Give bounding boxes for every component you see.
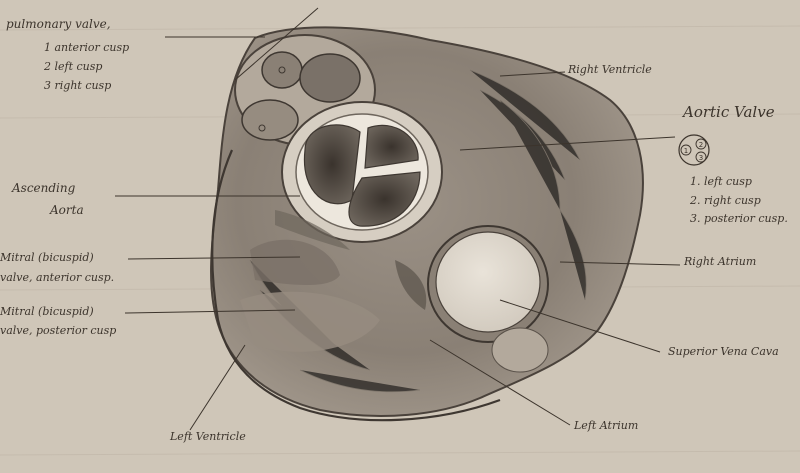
label-left-ventricle: Left Ventricle bbox=[170, 431, 246, 444]
label-pulmonary-cusp-3: 3 right cusp bbox=[44, 80, 111, 93]
pulmonary-cusp-3 bbox=[242, 100, 298, 140]
label-ascending-aorta-line2: Aorta bbox=[50, 204, 84, 218]
label-aortic-cusp-1: 1. left cusp bbox=[690, 176, 752, 189]
label-left-atrium: Left Atrium bbox=[574, 420, 638, 433]
label-mitral-anterior-line2: valve, anterior cusp. bbox=[0, 272, 114, 285]
label-aortic-cusp-3: 3. posterior cusp. bbox=[690, 213, 788, 226]
label-mitral-posterior-line1: Mitral (bicuspid) bbox=[0, 306, 94, 319]
label-mitral-anterior-line1: Mitral (bicuspid) bbox=[0, 252, 94, 265]
label-right-atrium: Right Atrium bbox=[684, 256, 756, 269]
superior-vena-cava-lumen bbox=[436, 232, 540, 332]
left-atrium-shape bbox=[492, 328, 548, 372]
label-ascending-aorta-line1: Ascending bbox=[12, 182, 75, 196]
label-mitral-posterior-line2: valve, posterior cusp bbox=[0, 325, 116, 338]
label-right-ventricle: Right Ventricle bbox=[568, 64, 652, 77]
aortic-icon-number-1: 1 bbox=[684, 147, 688, 155]
aortic-valve-icon: 1 2 3 bbox=[679, 135, 709, 165]
label-aortic-valve-title: Aortic Valve bbox=[683, 104, 775, 121]
pulmonary-cusp-1 bbox=[262, 52, 302, 88]
pulmonary-cusp-2 bbox=[300, 54, 360, 102]
aortic-icon-number-2: 2 bbox=[699, 141, 703, 149]
leader-left-ventricle bbox=[190, 345, 245, 430]
label-superior-vena-cava: Superior Vena Cava bbox=[668, 346, 779, 359]
label-pulmonary-cusp-1: 1 anterior cusp bbox=[44, 42, 129, 55]
label-aortic-cusp-2: 2. right cusp bbox=[690, 195, 761, 208]
aortic-icon-number-3: 3 bbox=[699, 154, 703, 162]
label-pulmonary-cusp-2: 2 left cusp bbox=[44, 61, 102, 74]
label-pulmonary-valve-title: pulmonary valve, bbox=[6, 18, 111, 32]
